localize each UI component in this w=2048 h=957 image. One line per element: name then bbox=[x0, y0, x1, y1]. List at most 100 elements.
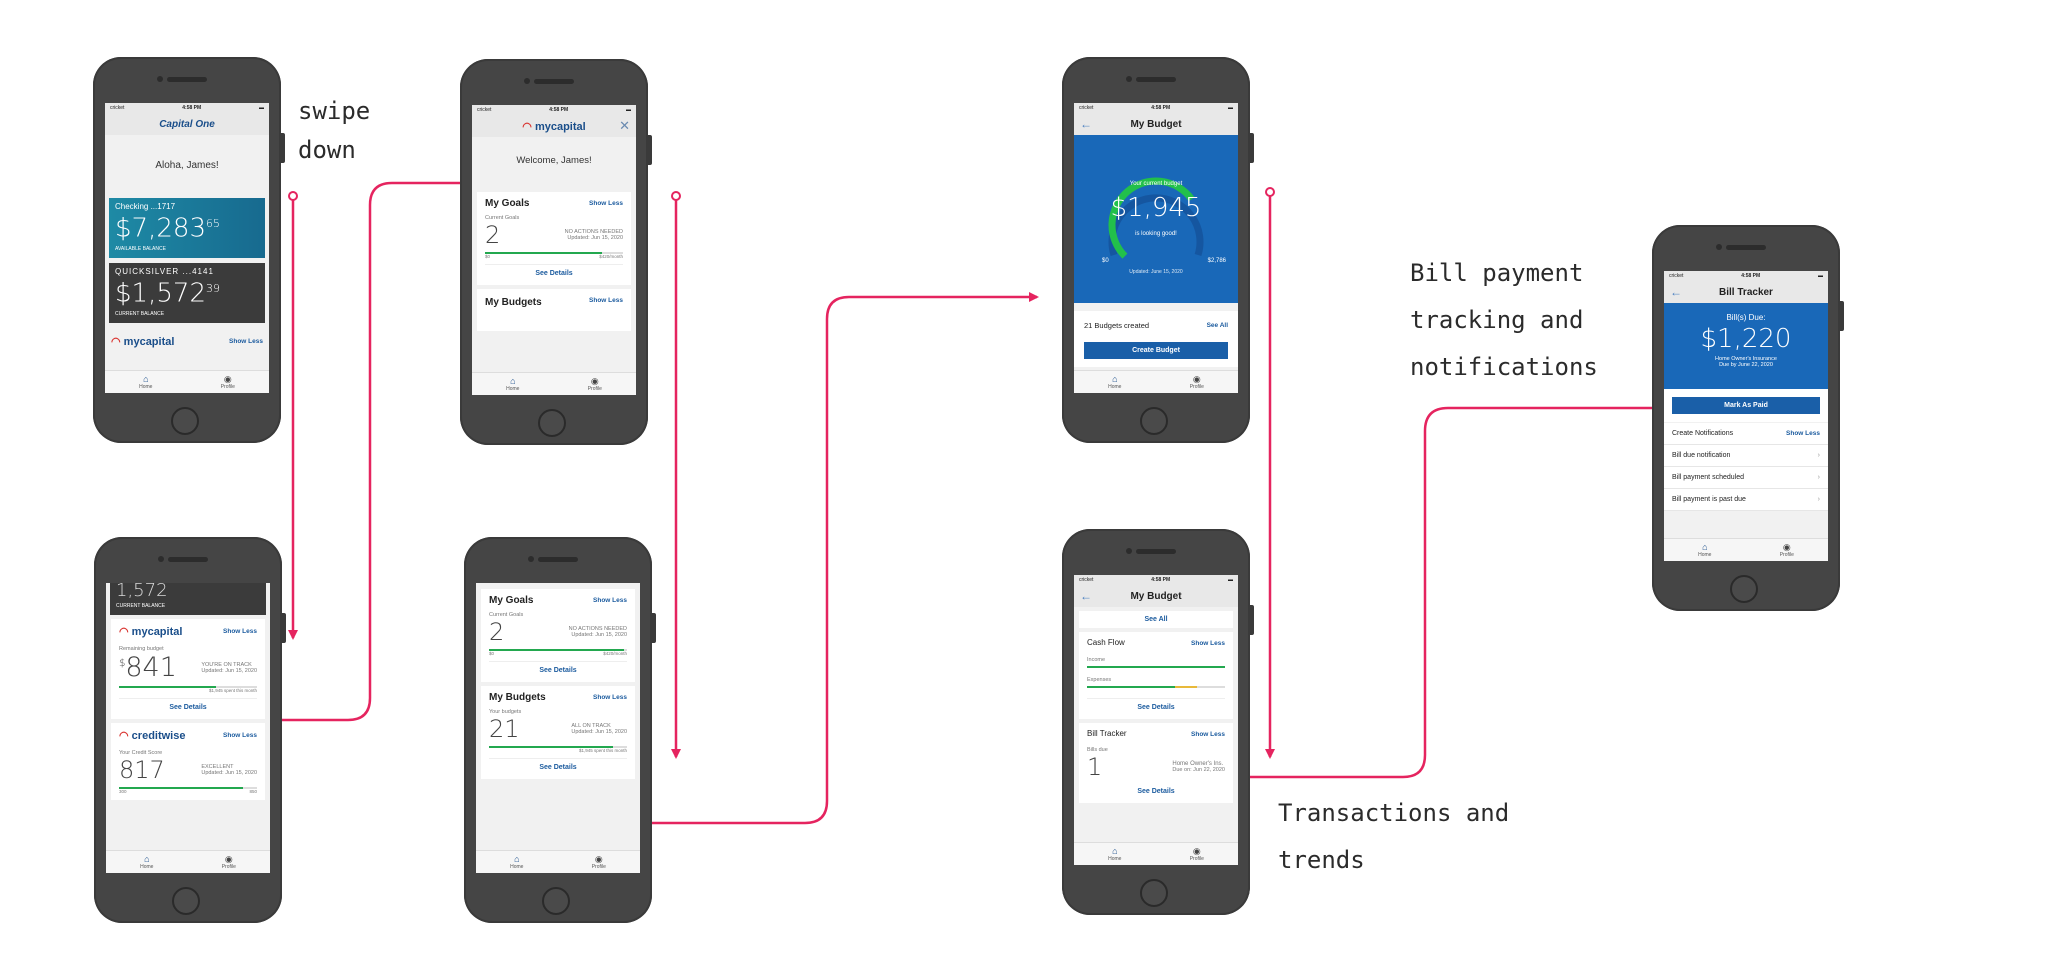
status-time: 4:58 PM bbox=[182, 105, 202, 111]
capital-one-logo: Capital One bbox=[105, 113, 269, 135]
gauge-min: $0 bbox=[1102, 258, 1109, 264]
tab-profile[interactable]: ◉Profile bbox=[1190, 373, 1204, 390]
tab-home[interactable]: ⌂Home bbox=[506, 375, 519, 392]
mycapital-brand: mycapital bbox=[534, 120, 586, 133]
page-title: My Budget bbox=[1130, 118, 1182, 130]
see-details-link[interactable]: See Details bbox=[489, 758, 627, 773]
budgets-title: My Budgets bbox=[485, 297, 542, 308]
bill-tracker-card: Bill Tracker Show Less Bills due 1 Home … bbox=[1079, 723, 1233, 803]
home-icon: ⌂ bbox=[143, 373, 149, 384]
tab-home[interactable]: ⌂Home bbox=[1108, 374, 1121, 390]
tab-profile[interactable]: ◉Profile bbox=[222, 853, 236, 870]
show-less-link[interactable]: Show Less bbox=[593, 597, 627, 604]
profile-icon: ◉ bbox=[1192, 373, 1201, 384]
tab-home[interactable]: ⌂Home bbox=[1108, 846, 1121, 862]
tab-bar: ⌂Home ◉Profile bbox=[1074, 370, 1238, 393]
show-less-link[interactable]: Show Less bbox=[589, 297, 623, 304]
annotation-transactions: Transactions and trends bbox=[1278, 790, 1509, 884]
connector-screen6-to-screen7 bbox=[1212, 403, 1679, 779]
status-time: 4:58 PM bbox=[1741, 273, 1761, 279]
see-details-link[interactable]: See Details bbox=[485, 264, 623, 279]
tab-label: Profile bbox=[1779, 551, 1794, 558]
page-title: Bill Tracker bbox=[1719, 286, 1773, 298]
create-budget-button[interactable]: Create Budget bbox=[1084, 342, 1228, 359]
due-date: Due on: Jun 22, 2020 bbox=[1172, 767, 1225, 773]
see-all-link[interactable]: See All bbox=[1079, 611, 1233, 628]
tab-profile[interactable]: ◉Profile bbox=[591, 854, 606, 870]
goals-title: My Goals bbox=[485, 198, 530, 209]
battery-icon: ▬ bbox=[1227, 577, 1233, 583]
quicksilver-card[interactable]: 1,572 CURRENT BALANCE bbox=[110, 583, 266, 615]
goals-caption: Current Goals bbox=[489, 612, 524, 618]
show-less-link[interactable]: Show Less bbox=[1786, 430, 1820, 437]
see-details-link[interactable]: See Details bbox=[1087, 698, 1225, 713]
profile-icon: ◉ bbox=[224, 853, 233, 864]
tab-home[interactable]: ⌂Home bbox=[139, 373, 152, 390]
battery-icon: ▬ bbox=[1227, 105, 1233, 111]
annotation-line: Transactions and bbox=[1278, 799, 1510, 827]
show-less-link[interactable]: Show Less bbox=[223, 628, 257, 635]
home-icon: ⌂ bbox=[510, 375, 516, 386]
home-icon: ⌂ bbox=[1702, 541, 1708, 552]
show-less-link[interactable]: Show Less bbox=[1191, 731, 1225, 738]
notification-item-bill-due[interactable]: Bill due notification› bbox=[1664, 445, 1828, 467]
checking-account-card[interactable]: Checking ...1717 $7,28365 AVAILABLE BALA… bbox=[109, 198, 265, 258]
bills-due-count: 1 bbox=[1087, 753, 1103, 781]
carrier-label: cricket bbox=[477, 107, 492, 113]
show-less-link[interactable]: Show Less bbox=[229, 338, 263, 345]
show-less-link[interactable]: Show Less bbox=[589, 200, 623, 207]
bill-tracker-title: Bill Tracker bbox=[1087, 729, 1127, 738]
profile-icon: ◉ bbox=[1192, 845, 1201, 856]
tab-home[interactable]: ⌂Home bbox=[140, 854, 153, 870]
notification-item-scheduled[interactable]: Bill payment scheduled› bbox=[1664, 467, 1828, 489]
tab-bar: ⌂Home ◉Profile bbox=[1074, 842, 1238, 865]
home-button[interactable] bbox=[1730, 575, 1758, 603]
see-all-link[interactable]: See All bbox=[1206, 322, 1228, 329]
connector-dot bbox=[1265, 187, 1275, 197]
tab-profile[interactable]: ◉Profile bbox=[588, 376, 602, 392]
home-button[interactable] bbox=[1140, 879, 1168, 907]
annotation-swipe-down: swipe down bbox=[298, 88, 370, 174]
home-button[interactable] bbox=[542, 887, 570, 915]
tab-profile[interactable]: ◉Profile bbox=[1189, 845, 1204, 862]
back-arrow-icon[interactable]: ← bbox=[1080, 117, 1092, 131]
navbar: ← Bill Tracker bbox=[1664, 281, 1828, 303]
connector-dot bbox=[288, 191, 298, 201]
annotation-line: trends bbox=[1278, 846, 1365, 874]
home-button[interactable] bbox=[1140, 407, 1168, 435]
chevron-right-icon: › bbox=[1817, 474, 1820, 481]
bill-amount: $1,220 bbox=[1700, 324, 1792, 354]
show-less-link[interactable]: Show Less bbox=[1191, 640, 1225, 647]
show-less-link[interactable]: Show Less bbox=[593, 694, 627, 701]
creditwise-logo-icon: ◠ bbox=[119, 730, 129, 742]
see-details-link[interactable]: See Details bbox=[1137, 788, 1175, 795]
welcome-message: Welcome, James! bbox=[516, 155, 592, 166]
mark-as-paid-button[interactable]: Mark As Paid bbox=[1672, 397, 1820, 414]
home-button[interactable] bbox=[538, 409, 566, 437]
show-less-link[interactable]: Show Less bbox=[223, 732, 257, 739]
tab-home[interactable]: ⌂Home bbox=[1698, 541, 1711, 558]
tab-profile[interactable]: ◉Profile bbox=[1779, 542, 1794, 558]
notification-item-past-due[interactable]: Bill payment is past due› bbox=[1664, 489, 1828, 511]
budget-caption: Remaining budget bbox=[119, 646, 164, 652]
tab-label: Profile bbox=[591, 863, 606, 870]
notifications-header: Create Notifications Show Less bbox=[1664, 423, 1828, 445]
quicksilver-card[interactable]: QUICKSILVER ...4141 $1,57239 CURRENT BAL… bbox=[109, 263, 265, 323]
tab-home[interactable]: ⌂Home bbox=[510, 854, 523, 870]
gauge-fill bbox=[1108, 177, 1195, 259]
credit-score: 817 bbox=[119, 756, 165, 784]
close-icon[interactable]: ✕ bbox=[619, 118, 630, 133]
tab-label: Profile bbox=[1189, 855, 1204, 862]
credit-progress-bar bbox=[119, 787, 257, 789]
mark-paid-section: Mark As Paid bbox=[1664, 389, 1828, 422]
tab-profile[interactable]: ◉Profile bbox=[221, 374, 235, 390]
back-arrow-icon[interactable]: ← bbox=[1670, 285, 1682, 299]
budgets-card: My Budgets Show Less Your budgets 21 ALL… bbox=[481, 686, 635, 779]
see-details-link[interactable]: See Details bbox=[489, 661, 627, 676]
back-arrow-icon[interactable]: ← bbox=[1080, 589, 1092, 603]
see-details-link[interactable]: See Details bbox=[119, 698, 257, 713]
home-button[interactable] bbox=[172, 887, 200, 915]
status-time: 4:58 PM bbox=[1151, 105, 1171, 111]
payee-name: Home Owner's Ins. bbox=[1172, 761, 1224, 767]
home-button[interactable] bbox=[171, 407, 199, 435]
